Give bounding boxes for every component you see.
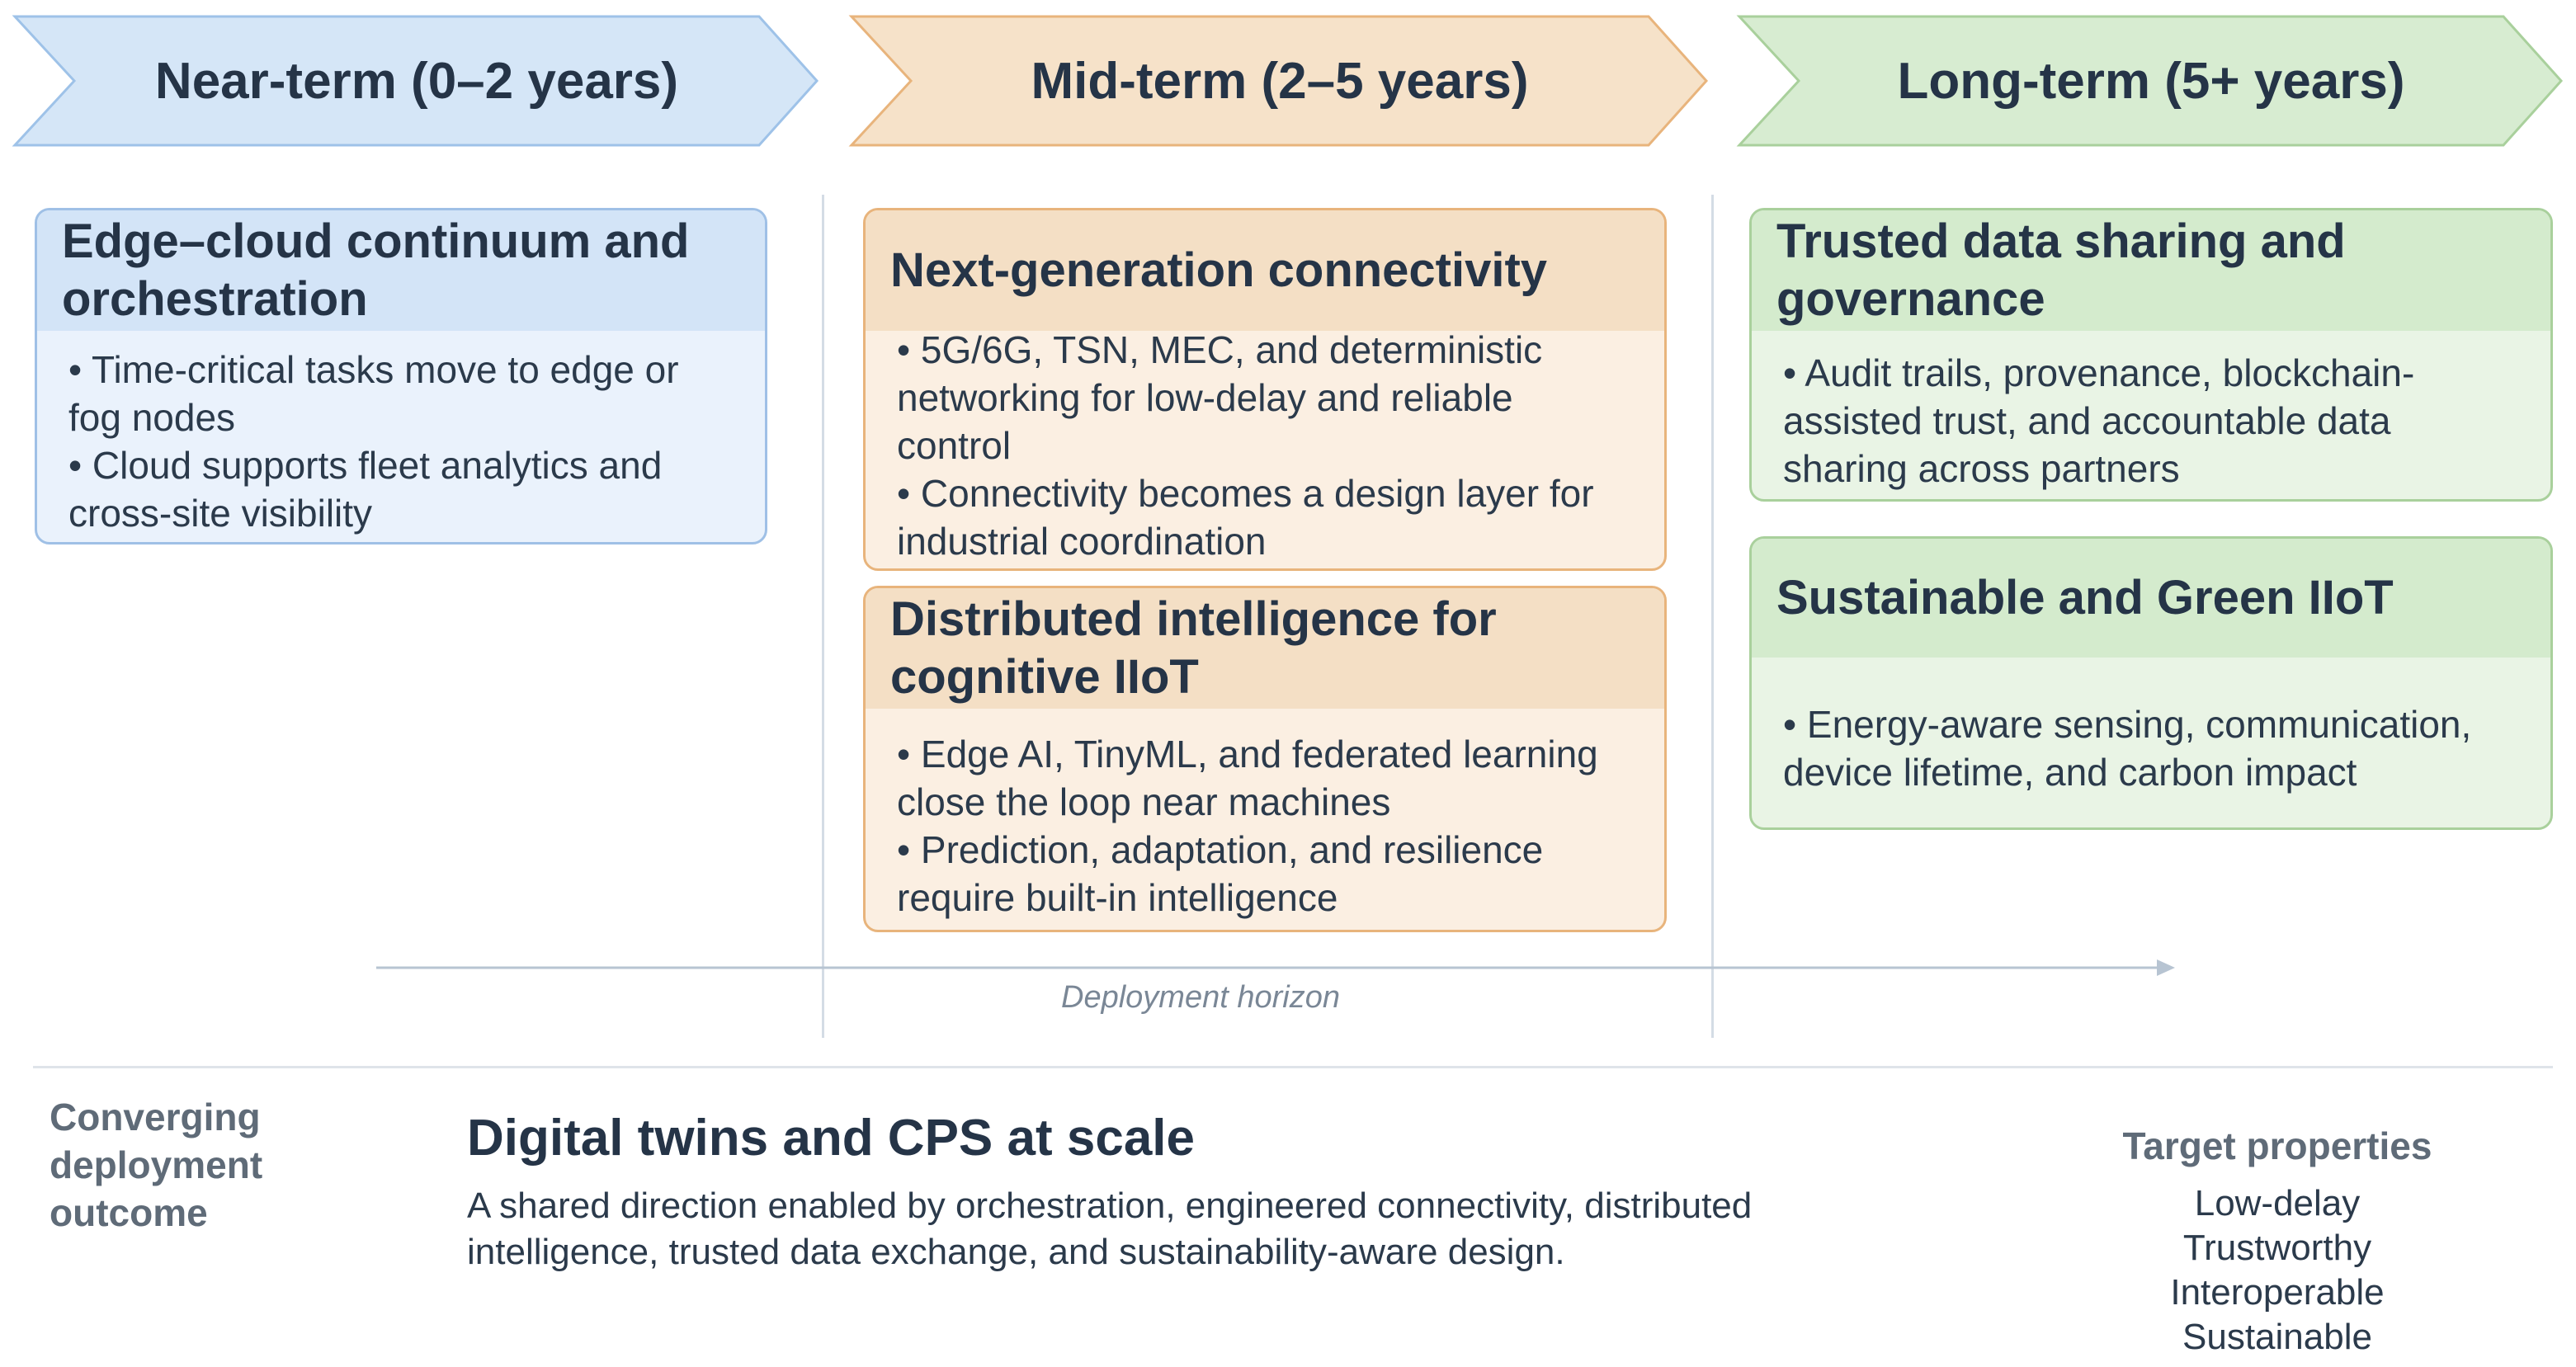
column-divider-2 bbox=[1711, 195, 1714, 1038]
bullet-item: • Prediction, adaptation, and resilience… bbox=[897, 828, 1544, 919]
horizon-label: Deployment horizon bbox=[1061, 980, 1340, 1015]
card-edge-cloud: Edge–cloud continuum and orchestration •… bbox=[35, 208, 767, 544]
target-property-item: Sustainable bbox=[2182, 1317, 2372, 1357]
column-divider-1 bbox=[822, 195, 824, 1038]
card-body: • 5G/6G, TSN, MEC, and deterministic net… bbox=[866, 326, 1664, 565]
card-connectivity: Next-generation connectivity • 5G/6G, TS… bbox=[863, 208, 1667, 571]
card-green-iiot: Sustainable and Green IIoT • Energy-awar… bbox=[1749, 536, 2553, 830]
card-body: • Energy-aware sensing, communication, d… bbox=[1752, 700, 2550, 796]
target-property-item: Trustworthy bbox=[2182, 1228, 2372, 1268]
card-title: Sustainable and Green IIoT bbox=[1752, 539, 2550, 658]
card-title: Next-generation connectivity bbox=[866, 210, 1664, 331]
card-intelligence: Distributed intelligence for cognitive I… bbox=[863, 586, 1667, 932]
bullet-item: • 5G/6G, TSN, MEC, and deterministic net… bbox=[897, 328, 1543, 467]
outcome-title: Digital twins and CPS at scale bbox=[467, 1110, 1196, 1167]
phase-chevron-mid bbox=[848, 15, 1709, 147]
bullet-item: • Cloud supports fleet analytics and cro… bbox=[68, 444, 663, 535]
phase-label-near: Near-term (0–2 years) bbox=[154, 52, 679, 110]
bullet-item: • Edge AI, TinyML, and federated learnin… bbox=[897, 733, 1598, 823]
bullet-item: • Audit trails, provenance, blockchain-a… bbox=[1783, 351, 2415, 490]
card-title: Distributed intelligence for cognitive I… bbox=[866, 588, 1664, 709]
target-properties-title: Target properties bbox=[2122, 1124, 2432, 1167]
card-trusted-data: Trusted data sharing and governance • Au… bbox=[1749, 208, 2553, 502]
outcome-description: A shared direction enabled by orchestrat… bbox=[467, 1186, 1753, 1272]
target-property-item: Low-delay bbox=[2194, 1183, 2361, 1223]
card-body: • Audit trails, provenance, blockchain-a… bbox=[1752, 349, 2550, 493]
phase-chevron-long bbox=[1736, 15, 2564, 147]
card-title: Edge–cloud continuum and orchestration bbox=[37, 210, 765, 331]
phase-chevron-near bbox=[12, 15, 819, 147]
target-properties-list: Low-delay Trustworthy Interoperable Sust… bbox=[2046, 1181, 2508, 1360]
bullet-item: • Energy-aware sensing, communication, d… bbox=[1783, 703, 2472, 794]
outcome-divider bbox=[33, 1066, 2553, 1068]
phase-label-mid: Mid-term (2–5 years) bbox=[1031, 52, 1529, 110]
card-body: • Time-critical tasks move to edge or fo… bbox=[37, 346, 765, 537]
horizon-arrow bbox=[376, 959, 2175, 976]
bullet-item: • Connectivity becomes a design layer fo… bbox=[897, 472, 1594, 563]
phase-chevrons bbox=[12, 15, 2564, 147]
outcome-side-label: Converging deployment outcome bbox=[50, 1096, 263, 1234]
bullet-item: • Time-critical tasks move to edge or fo… bbox=[68, 348, 679, 439]
card-title: Trusted data sharing and governance bbox=[1752, 210, 2550, 331]
target-property-item: Interoperable bbox=[2170, 1272, 2385, 1313]
phase-label-long: Long-term (5+ years) bbox=[1897, 52, 2405, 110]
card-body: • Edge AI, TinyML, and federated learnin… bbox=[866, 730, 1664, 922]
